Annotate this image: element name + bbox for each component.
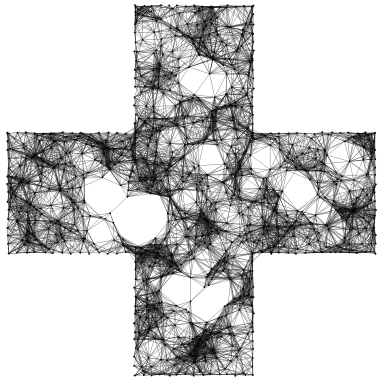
graph-figure [0, 0, 378, 381]
